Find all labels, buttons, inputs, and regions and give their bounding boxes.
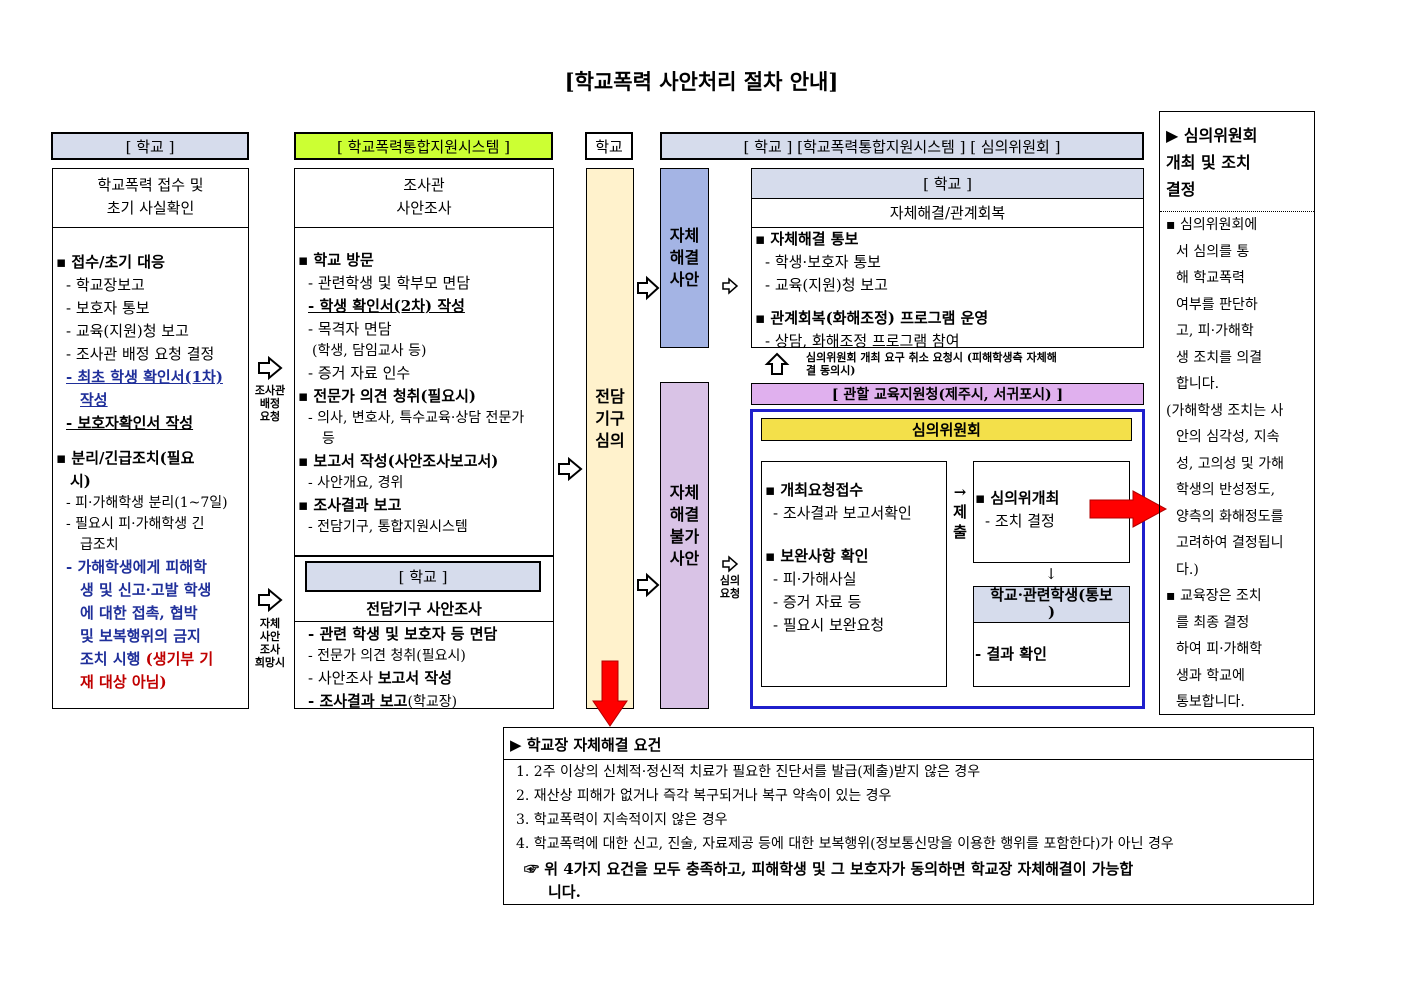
red-right-arrow-icon xyxy=(1089,490,1168,528)
non-self-resolve-box: 자체 해결 불가 사안 xyxy=(660,382,709,709)
col2-sub-items: - 관련 학생 및 보호자 등 면담 - 전문가 의견 청취(필요시) - 사안… xyxy=(308,625,498,710)
col2-sub-title: 전담기구 사안조사 xyxy=(366,600,482,618)
cancel-request-note: 심의위원회 개최 요구 취소 요청시 (피해학생측 자체해 결 동의시) xyxy=(806,351,1057,377)
hollow-right-arrow-icon xyxy=(637,572,660,598)
col2-sub-box: [ 학교 ] 전담기구 사안조사 - 관련 학생 및 보호자 등 면담 - 전문… xyxy=(294,556,554,710)
deliberation-open-box: ▪ 심의위개최 - 조치 결정 xyxy=(973,461,1130,563)
self-resolve-box: 자체 해결 사안 xyxy=(660,168,709,348)
col5-box: ▶ 심의위원회 개최 및 조치 결정 ▪ 심의위원회에 서 심의를 통 해 학교… xyxy=(1159,111,1315,715)
self-resolution-header: [ 학교 ] xyxy=(752,169,1143,199)
down-arrow-icon: ↓ xyxy=(1044,565,1058,583)
committee-frame: 심의위원회 ▪ 개최요청접수 - 조사결과 보고서확인 ▪ 보완사항 확인 - … xyxy=(750,409,1145,709)
submit-label: → 제 출 xyxy=(953,483,967,541)
arrow-label-investigator: 조사관 배정 요청 xyxy=(254,384,286,423)
col3-header: 학교 xyxy=(585,132,633,160)
col2-box-title: 조사관 사안조사 xyxy=(396,176,452,217)
self-resolution-title: 자체해결/관계회복 xyxy=(889,204,1006,222)
arrow-label-deliberation-request: 심의 요청 xyxy=(719,574,741,600)
arrow-label-self-investigation: 자체 사안 조사 희망시 xyxy=(254,617,286,669)
col1-box-title: 학교폭력 접수 및 초기 사실확인 xyxy=(97,176,204,217)
hollow-right-arrow-icon xyxy=(258,355,283,381)
self-resolution-requirements: ▶ 학교장 자체해결 요건 1. 2주 이상의 신체적·정신적 치료가 필요한 … xyxy=(503,727,1314,905)
col1-box: 학교폭력 접수 및 초기 사실확인 ▪ 접수/초기 대응 - 학교장보고 - 보… xyxy=(52,168,249,709)
col2-sections: ▪ 학교 방문 - 관련학생 및 학부모 면담 - 학생 확인서(2차) 작성 … xyxy=(298,251,525,535)
committee-title: 심의위원회 xyxy=(761,418,1132,441)
hollow-right-arrow-icon xyxy=(637,275,660,301)
requirement-item: 2. 재산상 피해가 없거나 즉각 복구되거나 복구 약속이 있는 경우 xyxy=(516,788,892,804)
col2-box: 조사관 사안조사 ▪ 학교 방문 - 관련학생 및 학부모 면담 - 학생 확인… xyxy=(294,168,554,556)
self-resolution-items: ▪ 자체해결 통보 - 학생·보호자 통보 - 교육(지원)청 보고 ▪ 관계회… xyxy=(755,230,989,350)
red-down-arrow-icon xyxy=(592,660,628,727)
education-office-header: [ 관할 교육지원청(제주시, 서귀포시) ] xyxy=(751,383,1144,405)
requirement-item: 1. 2주 이상의 신체적·정신적 치료가 필요한 진단서를 발급(제출)받지 … xyxy=(516,764,981,780)
col5-body: ▪ 심의위원회에 서 심의를 통 해 학교폭력 여부를 판단하 고, 피·가해학… xyxy=(1166,217,1284,710)
col2-header: [ 학교폭력통합지원시스템 ] xyxy=(294,132,553,160)
hollow-right-arrow-icon xyxy=(722,555,739,573)
hollow-right-arrow-icon xyxy=(722,277,739,295)
col5-header: ▶ 심의위원회 개최 및 조치 결정 xyxy=(1166,126,1258,199)
page-title: [학교폭력 사안처리 절차 안내] xyxy=(564,69,839,94)
col1-section2: ▪ 분리/긴급조치(필요 시) - 피·가해학생 분리(1~7일) - 필요시 … xyxy=(56,449,228,691)
notify-item: - 결과 확인 xyxy=(975,645,1047,663)
col2-sub-header: [ 학교 ] xyxy=(305,561,541,592)
notify-box: 학교·관련학생(통보 ) - 결과 확인 xyxy=(973,586,1130,687)
col1-header: [ 학교 ] xyxy=(51,132,249,160)
hollow-right-arrow-icon xyxy=(258,587,283,613)
requirement-item: 4. 학교폭력에 대한 신고, 진술, 자료제공 등에 대한 보복행위(정보통신… xyxy=(516,836,1174,852)
col3-committee-box: 전담 기구 심의 xyxy=(586,168,634,709)
request-box: ▪ 개최요청접수 - 조사결과 보고서확인 ▪ 보완사항 확인 - 피·가해사실… xyxy=(761,461,947,687)
col1-section1: ▪ 접수/초기 대응 - 학교장보고 - 보호자 통보 - 교육(지원)청 보고… xyxy=(56,253,223,432)
self-resolution-panel: [ 학교 ] 자체해결/관계회복 ▪ 자체해결 통보 - 학생·보호자 통보 -… xyxy=(751,168,1144,350)
hollow-right-arrow-icon xyxy=(558,456,583,482)
requirement-item: 3. 학교폭력이 지속적이지 않은 경우 xyxy=(516,812,728,828)
requirements-list: 1. 2주 이상의 신체적·정신적 치료가 필요한 진단서를 발급(제출)받지 … xyxy=(516,760,1311,856)
col4-header: [ 학교 ] [학교폭력통합지원시스템 ] [ 심의위원회 ] xyxy=(660,132,1144,160)
hollow-up-arrow-icon xyxy=(764,352,790,375)
notify-title: 학교·관련학생(통보 ) xyxy=(974,587,1129,623)
requirements-note: ☞ 위 4가지 요건을 모두 충족하고, 피해학생 및 그 보호자가 동의하면 … xyxy=(524,860,1134,901)
requirements-title: ▶ 학교장 자체해결 요건 xyxy=(510,736,662,754)
